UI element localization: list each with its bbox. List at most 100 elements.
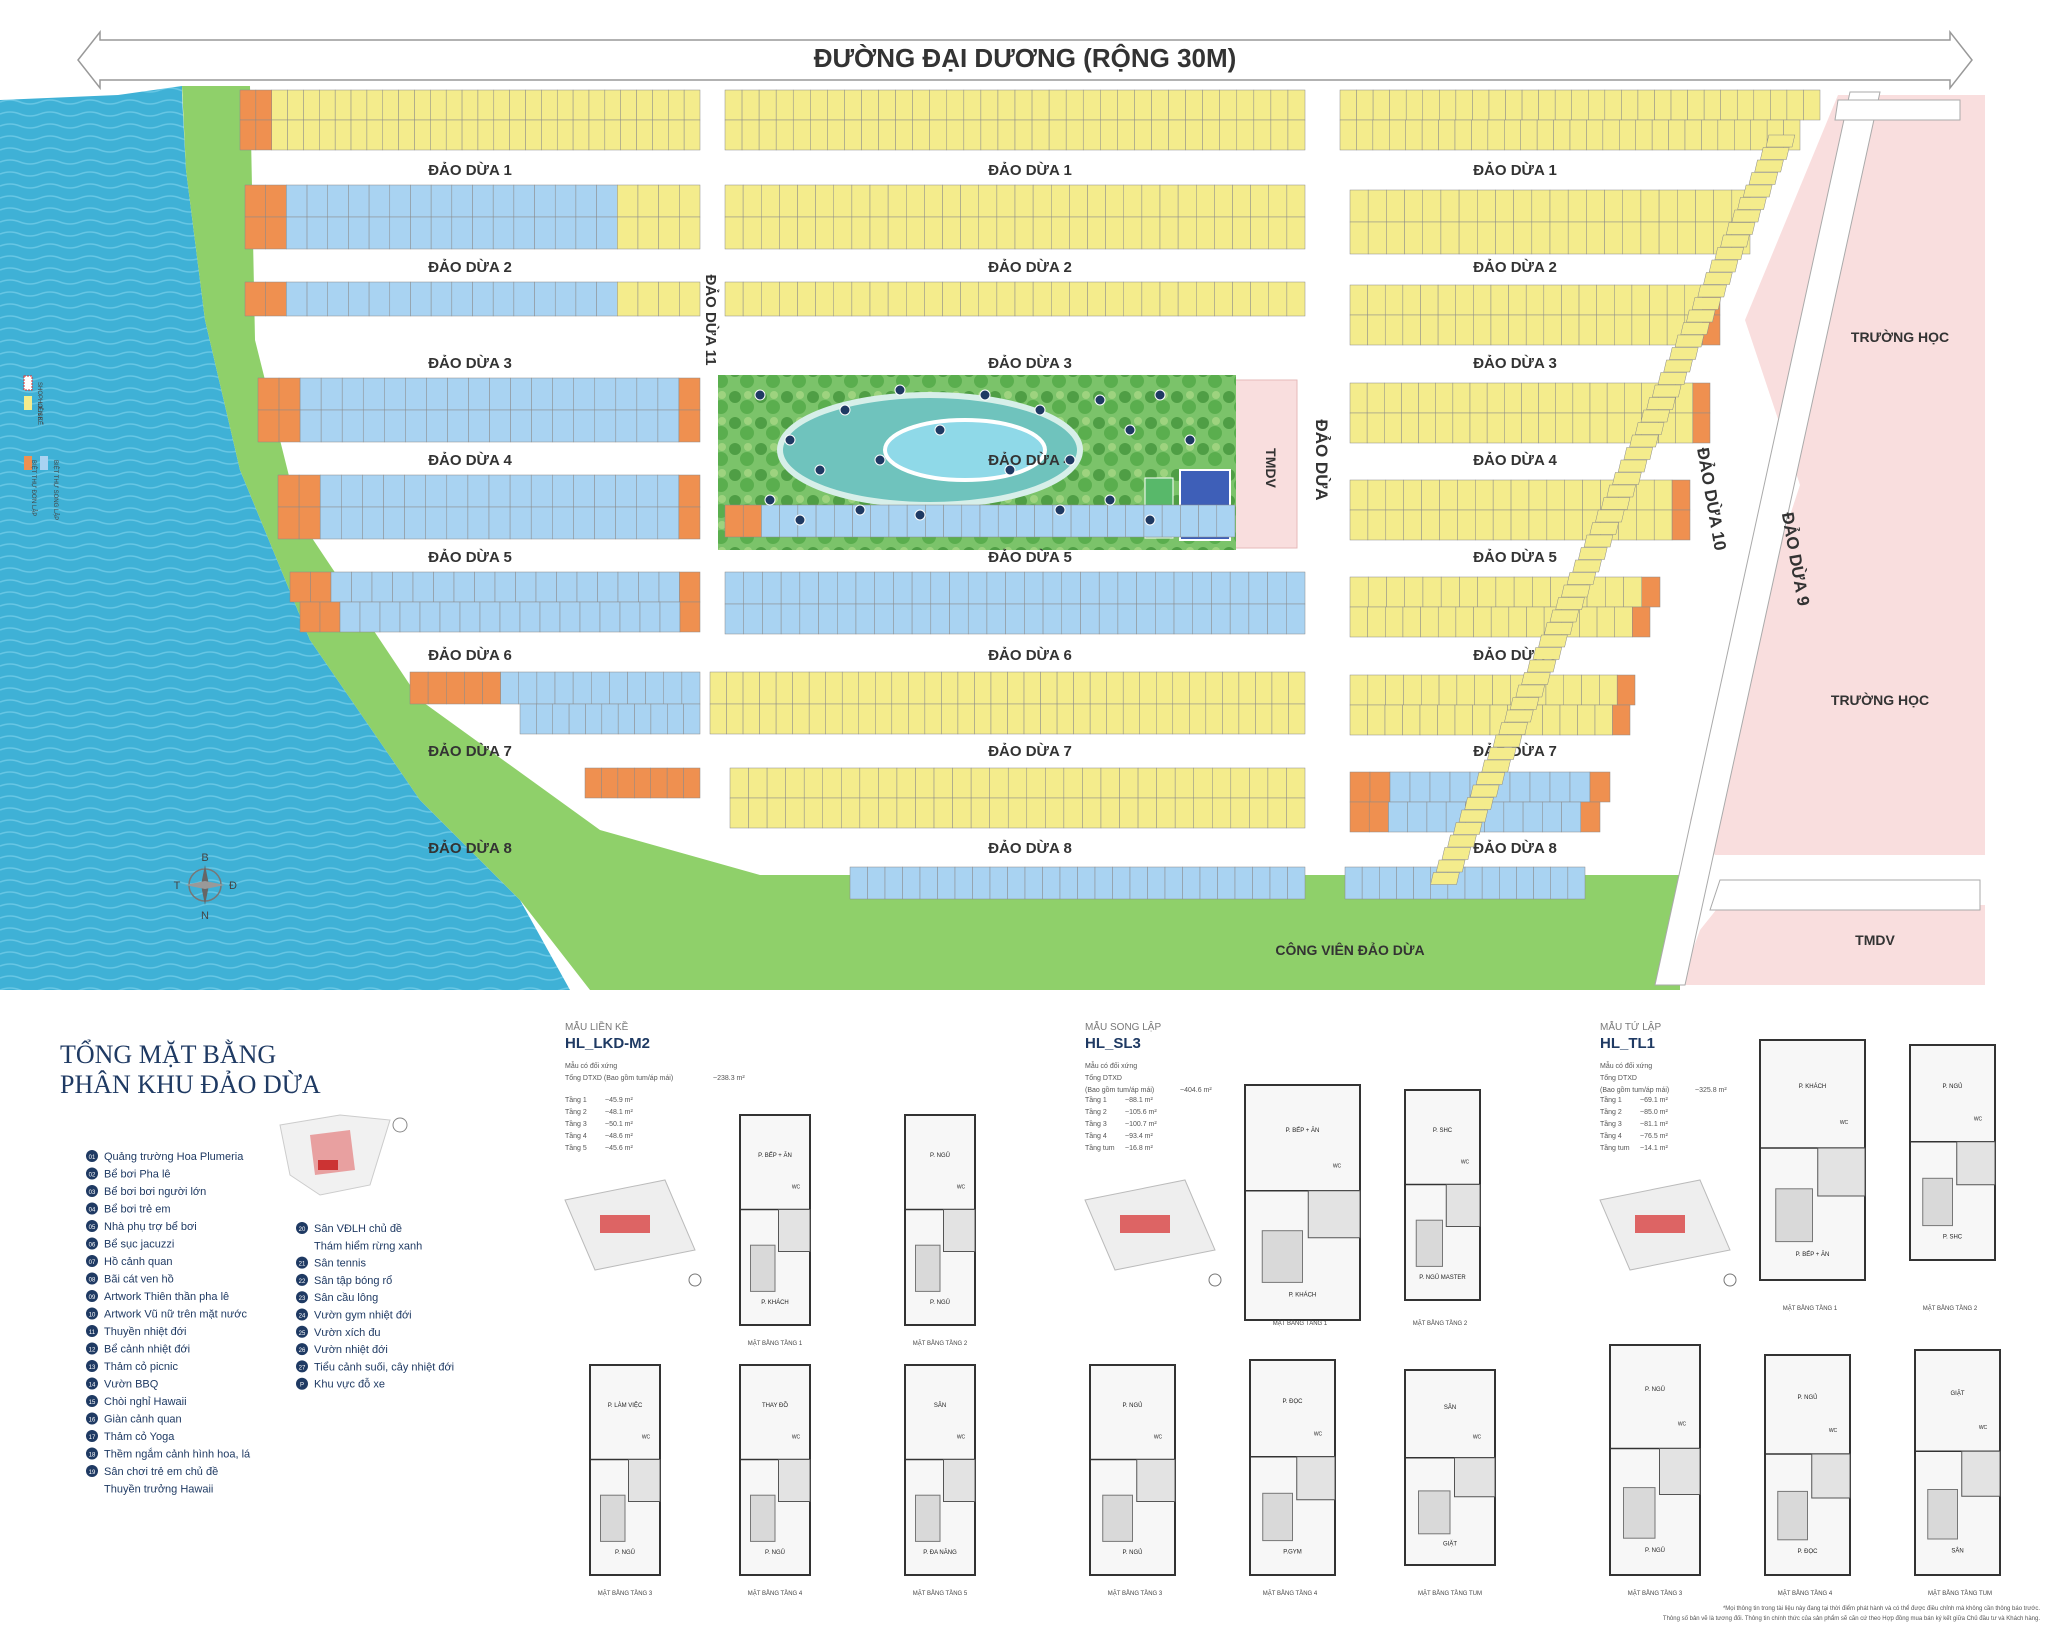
lot xyxy=(556,571,578,603)
lot xyxy=(536,671,556,705)
model-0-floor-area-2: ~50.1 m² xyxy=(605,1121,633,1128)
lot xyxy=(1675,412,1694,444)
lot xyxy=(1422,89,1440,121)
lot xyxy=(1440,221,1460,255)
lot xyxy=(1286,603,1306,635)
lot xyxy=(1526,659,1557,673)
lot xyxy=(287,119,304,151)
lot xyxy=(1413,866,1431,900)
lot xyxy=(461,89,479,121)
lot xyxy=(678,409,701,443)
lot xyxy=(1440,576,1460,608)
lot xyxy=(663,671,683,705)
lot xyxy=(1389,119,1406,151)
lot xyxy=(1475,479,1494,511)
model-1-plan-caption-3: MẶT BẰNG TẦNG 4 xyxy=(1263,1589,1318,1597)
lot xyxy=(1499,866,1517,900)
lot xyxy=(636,409,659,443)
lot xyxy=(1472,89,1490,121)
lot xyxy=(1268,184,1288,218)
lot xyxy=(461,119,479,151)
lot xyxy=(941,671,959,705)
lot xyxy=(1040,671,1058,705)
lot xyxy=(430,184,453,218)
road-label-left-7: ĐẢO DỪA 7 xyxy=(428,742,512,760)
lot xyxy=(1640,189,1660,223)
lot xyxy=(383,506,405,540)
lot xyxy=(559,601,581,633)
lot xyxy=(657,506,680,540)
lot xyxy=(620,119,637,151)
lot xyxy=(1525,284,1545,316)
lot xyxy=(1559,704,1578,736)
lot xyxy=(451,184,473,218)
lot xyxy=(925,504,944,538)
lot xyxy=(489,377,511,411)
lot xyxy=(1526,606,1545,638)
plan-stair xyxy=(943,1459,976,1502)
amenity-legend-col1-badge-6 xyxy=(86,1255,98,1267)
lot xyxy=(239,119,257,151)
lot xyxy=(1386,221,1405,255)
lot xyxy=(1384,382,1402,414)
lot xyxy=(1098,603,1119,635)
amenity-legend-col1-badge-5 xyxy=(86,1237,98,1250)
lot xyxy=(601,767,619,799)
lot xyxy=(1614,606,1633,638)
lot xyxy=(257,409,280,443)
amenity-legend-col2-num-0: 20 xyxy=(299,1227,306,1233)
lot xyxy=(1287,89,1306,121)
lot xyxy=(851,216,871,250)
lot xyxy=(1159,184,1179,218)
lot xyxy=(645,671,664,705)
lot xyxy=(683,767,701,799)
lot xyxy=(1622,221,1642,255)
model-0-plan-caption-3: MẶT BẰNG TẦNG 4 xyxy=(748,1589,803,1597)
plan-room-label: P. SHC xyxy=(1433,1128,1453,1134)
lot xyxy=(594,409,617,443)
lot xyxy=(1677,221,1696,255)
lot xyxy=(492,216,515,250)
lot xyxy=(997,119,1016,151)
lot xyxy=(1040,703,1058,735)
model-0-floor-area-1: ~48.1 m² xyxy=(605,1109,633,1116)
lot xyxy=(366,119,384,151)
lot xyxy=(1119,767,1139,799)
lot xyxy=(1437,704,1456,736)
amenity-marker xyxy=(754,389,766,401)
lot xyxy=(891,671,909,705)
lot xyxy=(1386,189,1405,223)
model-2-plan-caption-2: MẶT BẰNG TẦNG 3 xyxy=(1628,1589,1683,1597)
lot xyxy=(1455,314,1474,346)
lot xyxy=(775,89,794,121)
lot xyxy=(575,281,597,317)
lot xyxy=(679,184,701,218)
lot xyxy=(1612,472,1642,485)
lot xyxy=(893,571,913,605)
lot xyxy=(1014,119,1033,151)
lot xyxy=(1687,89,1705,121)
lot xyxy=(859,767,879,799)
lot xyxy=(803,797,823,829)
lot xyxy=(554,216,577,250)
plan-stair xyxy=(1961,1450,2001,1497)
lot xyxy=(1032,281,1052,317)
lot xyxy=(1521,382,1539,414)
lot xyxy=(1606,412,1625,444)
lot xyxy=(576,571,598,603)
plan-room-label: SÂN xyxy=(934,1402,946,1409)
plan-room-label: P. ĐỌC xyxy=(1798,1549,1819,1555)
lot xyxy=(1141,216,1161,250)
model-1-plan-caption-2: MẶT BẰNG TẦNG 3 xyxy=(1108,1589,1163,1597)
lot xyxy=(1024,571,1044,605)
lot xyxy=(961,504,981,538)
lot xyxy=(1671,509,1691,541)
lot xyxy=(1521,412,1539,444)
lot xyxy=(289,571,311,603)
lot xyxy=(430,119,447,151)
model-2-floor-0: Tầng 1 xyxy=(1600,1095,1622,1104)
lot xyxy=(1117,89,1135,121)
lot xyxy=(851,184,871,218)
